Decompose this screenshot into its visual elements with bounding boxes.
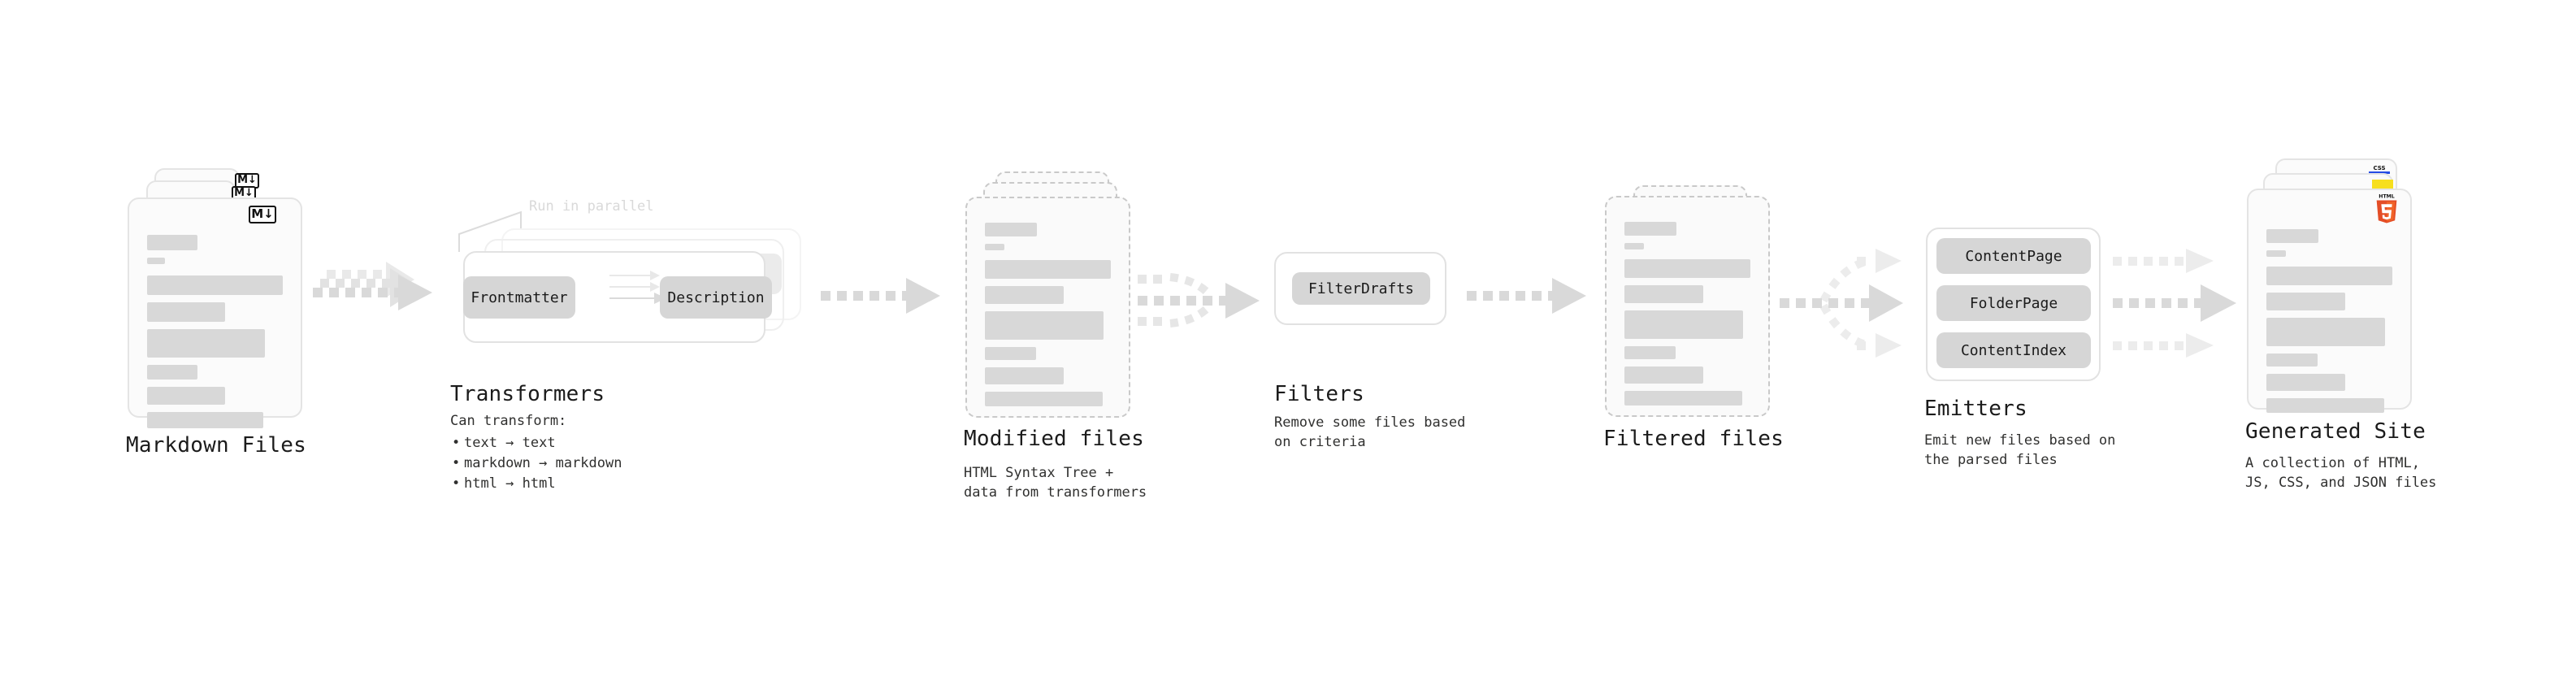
transformer-node-frontmatter[interactable]: Frontmatter [463,276,575,319]
markdown-icon-label: M↓ [251,206,274,221]
run-in-parallel-label: Run in parallel [529,198,654,215]
content-bar [1624,346,1676,359]
arrow-transformers-to-modified [821,278,940,314]
transformers-capability-list: text → text markdown → markdown html → h… [450,433,622,494]
content-bar [2266,354,2318,367]
arrow-emitters-to-site [2113,249,2236,358]
arrow-filters-to-filtered [1467,278,1586,314]
modified-card-bars [985,223,1111,414]
content-bar [1624,310,1743,339]
content-bar [985,347,1036,360]
filtered-files-title: Filtered files [1603,427,1784,451]
filtered-card-bars [1624,222,1750,413]
filter-node-filterdrafts[interactable]: FilterDrafts [1292,272,1430,305]
transformers-description: Can transform: text → text markdown → ma… [450,411,622,494]
emitter-node-contentpage[interactable]: ContentPage [1936,238,2091,274]
generated-site-title: Generated Site [2245,419,2426,444]
content-bar [985,392,1103,406]
svg-text:HTML: HTML [2379,194,2394,200]
filters-title: Filters [1274,382,1364,406]
content-bar [1624,367,1703,384]
content-bar [2266,398,2384,413]
content-bar [2266,267,2392,285]
list-item: html → html [452,474,622,494]
content-bar [2266,374,2345,391]
markdown-icon-label-back-1: M↓ [234,187,254,199]
modified-files-subtitle: HTML Syntax Tree + data from transformer… [964,465,1147,501]
content-bar [1624,222,1676,236]
list-item: markdown → markdown [452,453,622,474]
transformer-node-description[interactable]: Description [660,276,772,319]
emitters-subtitle: Emit new files based on the parsed files [1924,432,2116,468]
filtered-card-front [1605,196,1770,417]
content-bar [147,387,225,405]
content-bar [2266,229,2318,243]
transformers-title: Transformers [450,382,605,406]
content-bar [985,244,1004,250]
emitters-title: Emitters [1924,397,2027,421]
markdown-icon: M↓ [249,206,276,223]
emitter-node-folderpage[interactable]: FolderPage [1936,285,2091,321]
markdown-icon-back-2: M↓ [235,173,259,189]
content-bar [2266,250,2286,257]
content-bar [985,286,1064,304]
modified-card-front [965,197,1130,418]
content-bar [147,275,283,295]
content-bar [985,311,1104,340]
content-bar [147,302,225,322]
site-card-bars [2266,229,2392,420]
content-bar [147,235,197,250]
list-item: text → text [452,433,622,453]
modified-files-title: Modified files [964,427,1144,451]
content-bar [147,365,197,380]
content-bar [2266,318,2385,346]
transformers-sub-lead: Can transform: [450,413,567,429]
generated-site-subtitle: A collection of HTML, JS, CSS, and JSON … [2245,455,2437,491]
markdown-card-front [128,197,302,428]
transformer-inner-arrows [609,271,666,304]
markdown-icon-label-back-2: M↓ [237,174,257,186]
content-bar [147,329,265,358]
content-bar [2266,293,2345,310]
content-bar [1624,285,1703,303]
content-bar [985,367,1064,384]
content-bar [1624,243,1644,249]
content-bar [1624,259,1750,278]
arrow-filtered-to-emitters [1780,249,1903,358]
site-card-front [2247,189,2412,413]
content-bar [147,258,165,264]
css-icon: CSS [2369,165,2390,174]
markdown-card-bars [147,235,283,436]
emitter-node-contentindex[interactable]: ContentIndex [1936,332,2091,368]
content-bar [1624,391,1742,406]
markdown-files-title: Markdown Files [126,433,306,458]
content-bar [147,412,263,428]
parallel-bracket [458,210,522,252]
content-bar [985,223,1037,236]
filters-subtitle: Remove some files based on criteria [1274,414,1466,450]
arrow-markdown-to-transformers [313,262,432,310]
arrow-modified-to-filters [1138,273,1260,327]
css-icon-label: CSS [2373,165,2386,171]
html5-icon: HTML [2376,194,2397,223]
content-bar [985,260,1111,279]
